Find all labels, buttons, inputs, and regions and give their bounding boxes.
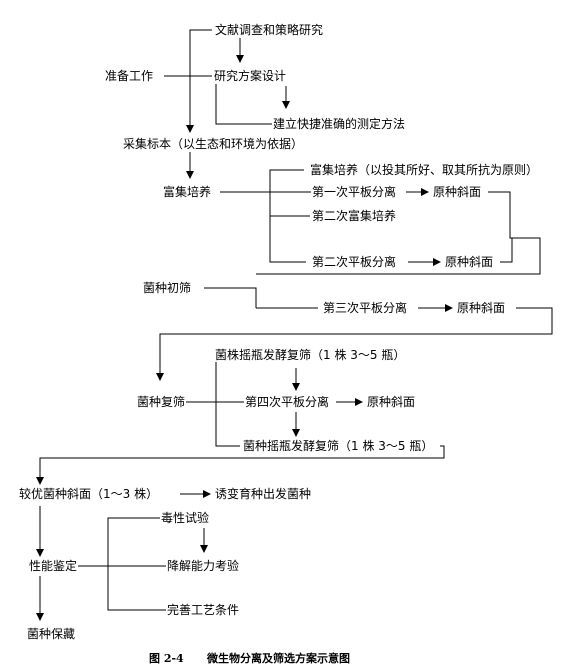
node-plate-1: 第一次平板分离 (311, 185, 398, 199)
line-slant3-out (156, 307, 553, 381)
branch-performance (107, 517, 166, 611)
node-rapid-method: 建立快捷准确的测定方法 (272, 117, 407, 131)
node-literature-research: 文献调查和策略研究 (214, 23, 325, 37)
node-toxicity: 毒性试验 (160, 511, 211, 525)
node-plate-4: 第四次平板分离 (244, 395, 331, 409)
node-enrichment-principle: 富集培养（以投其所好、取其所抗为原则） (309, 163, 540, 177)
node-shake-flask-2: 菌种摇瓶发酵复筛（1 株 3～5 瓶） (242, 439, 435, 453)
node-enrichment-2: 第二次富集培养 (311, 209, 398, 223)
node-preservation: 菌种保藏 (26, 627, 77, 641)
node-slant-2: 原种斜面 (444, 255, 495, 269)
node-plate-2: 第二次平板分离 (311, 255, 398, 269)
node-shake-flask-1: 菌株摇瓶发酵复筛（1 株 3～5 瓶） (214, 348, 407, 362)
line-initial-screening (204, 287, 257, 308)
figure-number: 图 2-4 (149, 652, 184, 665)
node-performance: 性能鉴定 (28, 559, 79, 573)
node-process: 完善工艺条件 (166, 603, 241, 617)
node-rescreening: 菌种复筛 (136, 395, 187, 409)
figure-title: 微生物分离及筛选方案示意图 (207, 652, 350, 665)
node-superior-slant: 较优菌种斜面（1～3 株） (18, 487, 160, 501)
line-slant2-out (500, 238, 513, 263)
arrow-design-to-method (215, 84, 272, 125)
arrow-lit-to-sampling (186, 29, 212, 133)
node-plate-3: 第三次平板分离 (322, 301, 409, 315)
node-sampling: 采集标本（以生态和环境为依据） (122, 137, 305, 151)
node-scheme-design: 研究方案设计 (213, 69, 288, 83)
branch-rescreening (214, 354, 240, 447)
node-slant-1: 原种斜面 (432, 185, 483, 199)
node-mutagenesis: 诱变育种出发菌种 (214, 487, 313, 501)
node-degradation: 降解能力考验 (166, 559, 241, 573)
node-enrichment: 富集培养 (162, 185, 213, 199)
node-initial-screening: 菌种初筛 (142, 281, 193, 295)
node-preparation: 准备工作 (104, 69, 155, 83)
node-slant-3: 原种斜面 (456, 301, 507, 315)
line-flask2-out (36, 445, 445, 485)
node-slant-4: 原种斜面 (366, 395, 417, 409)
line-slant1-out (256, 191, 541, 275)
